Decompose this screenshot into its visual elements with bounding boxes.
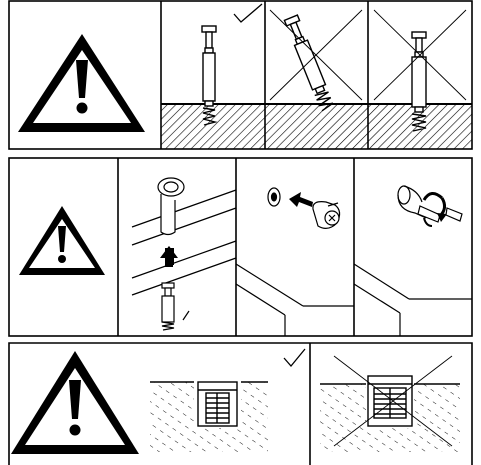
panel-cam-lock-insert [236, 188, 354, 336]
warning-triangle-icon [18, 34, 145, 132]
panel-cam-lock-tighten [354, 186, 472, 336]
panel-correct-flush-fit [150, 349, 305, 452]
arrow-icon [289, 192, 313, 207]
check-mark-icon [234, 4, 262, 22]
panel-incorrect-misaligned [320, 356, 460, 452]
dowel-fitting-tilted [284, 15, 334, 111]
panel-correct-depth [161, 4, 265, 149]
panel-incorrect-too-deep [368, 10, 472, 149]
warning-triangle-icon [19, 206, 105, 275]
cam-housing-raised [368, 376, 412, 426]
panel-dowel-pin-insert [132, 178, 236, 330]
cam-housing [198, 382, 237, 426]
warning-triangle-icon [11, 351, 139, 454]
panel-incorrect-tilted [265, 10, 368, 149]
check-mark-icon [284, 349, 305, 366]
